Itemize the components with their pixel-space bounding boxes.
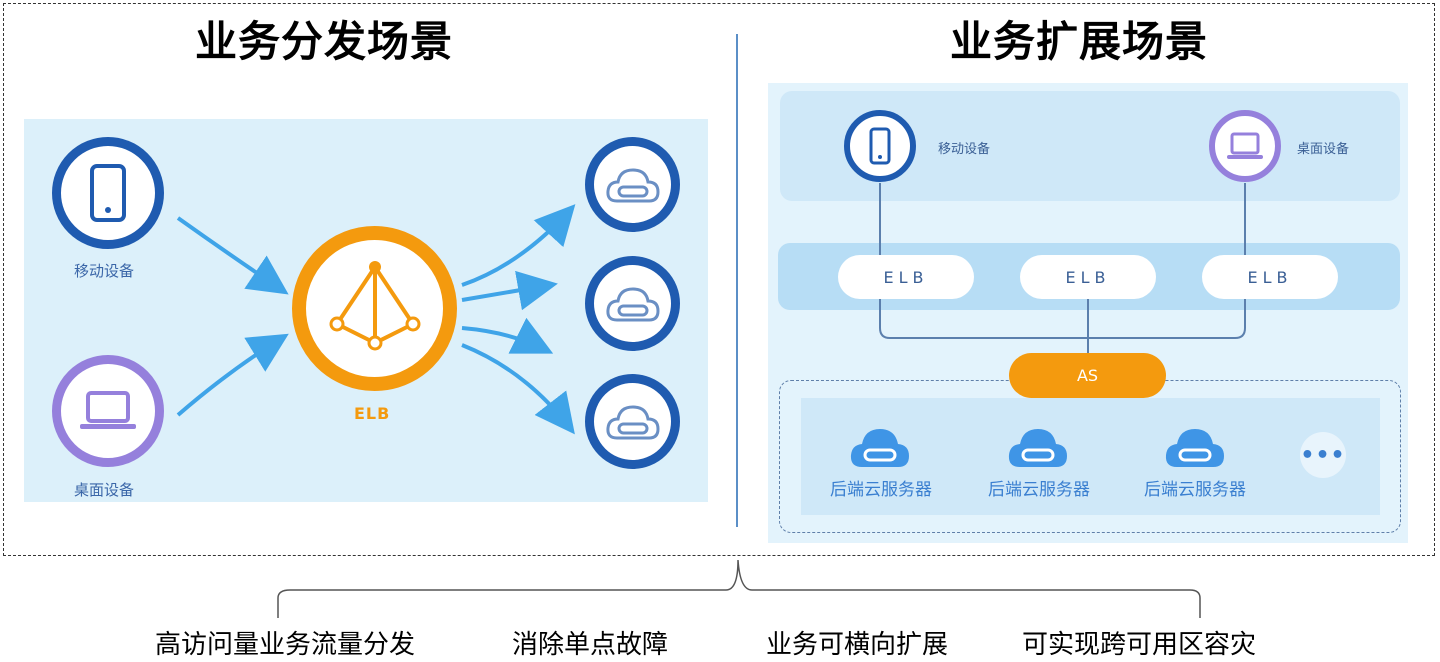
benefit-traffic-distribution: 高访问量业务流量分发 (155, 630, 416, 660)
arrow-elb-to-server-2a (461, 270, 558, 311)
cloud-server-icon (1165, 429, 1224, 467)
elb-pill-3: ELB (1202, 255, 1338, 299)
cloud-server-node-2 (585, 256, 680, 351)
cloud-server-node-1 (585, 137, 680, 232)
backend-server-label-1: 后端云服务器 (830, 480, 932, 500)
cloud-server-icon (605, 286, 660, 321)
smartphone-icon (869, 127, 891, 165)
section-divider (736, 34, 738, 527)
laptop-icon (80, 391, 136, 429)
elb-pill-2: ELB (1020, 255, 1156, 299)
backend-server-icon-1 (848, 423, 912, 473)
right-mobile-device-label: 移动设备 (938, 142, 991, 157)
arrow-elb-to-server-3 (461, 343, 575, 435)
backend-server-label-2: 后端云服务器 (988, 480, 1090, 500)
diagram-frame (3, 3, 1435, 556)
right-desktop-device-label: 桌面设备 (1297, 142, 1350, 157)
title-distribution-scenario: 业务分发场景 (195, 17, 454, 66)
title-expansion-scenario: 业务扩展场景 (950, 17, 1209, 66)
arrow-mobile-to-elb (176, 216, 289, 295)
backend-server-label-3: 后端云服务器 (1144, 480, 1246, 500)
mobile-device-label: 移动设备 (74, 262, 135, 280)
benefit-horizontal-scaling: 业务可横向扩展 (766, 630, 949, 660)
arrow-elb-to-server-2b (461, 317, 554, 354)
cloud-server-node-3 (585, 374, 680, 469)
arrow-elb-to-server-1 (461, 204, 576, 287)
smartphone-icon (90, 164, 126, 222)
elb-pill-1: ELB (838, 255, 974, 299)
desktop-device-label: 桌面设备 (74, 481, 135, 499)
cloud-server-icon (605, 167, 660, 202)
right-mobile-device-node (844, 110, 916, 182)
benefit-no-single-point-failure: 消除单点故障 (512, 630, 669, 660)
auto-scaling-node: AS (1009, 353, 1166, 398)
desktop-device-node (52, 355, 164, 467)
cloud-server-icon (850, 429, 909, 467)
backend-server-icon-3 (1163, 423, 1227, 473)
elb-label: ELB (354, 404, 391, 423)
cloud-server-icon (605, 404, 660, 439)
cloud-server-icon (1008, 429, 1067, 467)
arrow-desktop-to-elb (176, 333, 289, 417)
mobile-device-node (52, 137, 164, 249)
benefit-cross-az-disaster-recovery: 可实现跨可用区容灾 (1022, 630, 1257, 660)
load-balancer-icon (329, 260, 420, 350)
more-servers-icon: ••• (1300, 432, 1346, 478)
laptop-icon (1227, 132, 1263, 159)
backend-server-icon-2 (1006, 423, 1070, 473)
right-desktop-device-node (1209, 110, 1281, 182)
